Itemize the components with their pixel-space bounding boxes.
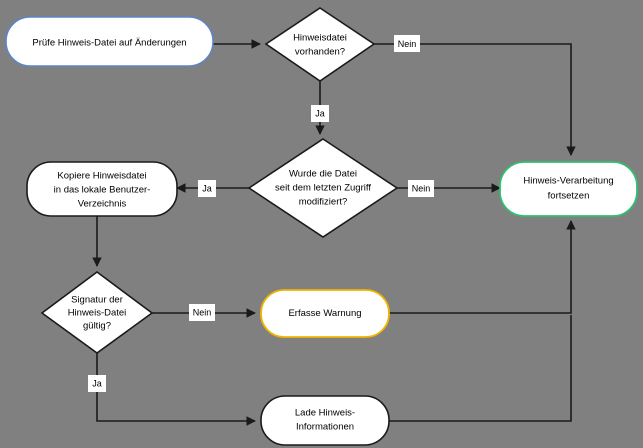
edge-label-modified-yes-bg bbox=[198, 180, 216, 197]
edge-label-modified-no: Nein bbox=[408, 180, 434, 197]
node-copy-file-label-3: Verzeichnis bbox=[78, 199, 127, 210]
edge-warning-to-continue bbox=[389, 220, 576, 314]
node-copy-file-shape bbox=[26, 161, 178, 217]
edge-label-modified-no-text: Nein bbox=[412, 183, 431, 193]
node-start[interactable]: Prüfe Hinweis-Datei auf Änderungen bbox=[5, 16, 214, 67]
node-decision-modified-label-2: seit dem letzten Zugriff bbox=[275, 183, 371, 194]
node-continue-processing[interactable]: Hinweis-Verarbeitung fortsetzen bbox=[499, 161, 638, 217]
node-continue-processing-label-1: Hinweis-Verarbeitung bbox=[523, 176, 613, 187]
edge-label-signature-no: Nein bbox=[189, 304, 215, 321]
edge-label-signature-yes-text: Ja bbox=[92, 378, 102, 388]
node-decision-modified-shape bbox=[247, 138, 399, 238]
edge-label-signature-no-text: Nein bbox=[193, 307, 212, 317]
node-decision-file-exists-shape bbox=[264, 7, 376, 82]
node-decision-signature[interactable]: Signatur der Hinweis-Datei gültig? bbox=[40, 271, 154, 354]
node-decision-file-exists[interactable]: Hinweisdatei vorhanden? bbox=[264, 7, 376, 82]
node-load-info-label-1: Lade Hinweis- bbox=[295, 408, 355, 419]
edge-label-file-exists-yes-bg bbox=[311, 105, 329, 122]
node-copy-file-label-1: Kopiere Hinweisdatei bbox=[57, 171, 146, 182]
node-decision-file-exists-label-2: vorhanden? bbox=[295, 47, 345, 58]
node-decision-signature-label-2: Hinweis-Datei bbox=[68, 308, 127, 319]
node-load-info-label-2: Informationen bbox=[296, 422, 354, 433]
node-continue-processing-shape bbox=[499, 161, 638, 217]
node-decision-file-exists-label-1: Hinweisdatei bbox=[293, 33, 347, 44]
edge-label-signature-no-bg bbox=[189, 304, 215, 321]
node-log-warning-label-1: Erfasse Warnung bbox=[288, 308, 361, 319]
node-load-info-shape bbox=[260, 395, 390, 446]
node-copy-file[interactable]: Kopiere Hinweisdatei in das lokale Benut… bbox=[26, 161, 178, 217]
node-decision-modified[interactable]: Wurde die Datei seit dem letzten Zugriff… bbox=[247, 138, 399, 238]
edge-label-signature-yes-bg bbox=[88, 375, 106, 392]
node-decision-signature-shape bbox=[40, 271, 154, 354]
node-decision-modified-label-1: Wurde die Datei bbox=[289, 169, 357, 180]
edge-label-modified-yes: Ja bbox=[198, 180, 216, 197]
node-start-shape bbox=[5, 16, 214, 67]
edge-label-file-exists-yes-text: Ja bbox=[315, 108, 325, 118]
edge-label-file-exists-no: Nein bbox=[394, 35, 420, 52]
edge-label-modified-yes-text: Ja bbox=[202, 183, 212, 193]
node-decision-signature-label-1: Signatur der bbox=[71, 295, 123, 306]
edge-label-modified-no-bg bbox=[408, 180, 434, 197]
node-decision-modified-label-3: modifiziert? bbox=[299, 197, 348, 208]
edge-label-file-exists-no-text: Nein bbox=[398, 39, 417, 49]
edge-label-signature-yes: Ja bbox=[88, 375, 106, 392]
node-continue-processing-label-2: fortsetzen bbox=[548, 191, 590, 202]
node-start-label-1: Prüfe Hinweis-Datei auf Änderungen bbox=[32, 38, 186, 49]
edge-label-file-exists-no-bg bbox=[394, 35, 420, 52]
node-copy-file-label-2: in das lokale Benutzer- bbox=[54, 185, 151, 196]
edge-load-info-to-continue bbox=[389, 315, 572, 422]
edge-signature-yes-to-load-info bbox=[96, 353, 256, 426]
node-log-warning-shape bbox=[260, 289, 390, 338]
edge-label-file-exists-yes: Ja bbox=[311, 105, 329, 122]
node-load-info[interactable]: Lade Hinweis- Informationen bbox=[260, 395, 390, 446]
edge-file-exists-no-to-continue bbox=[374, 43, 576, 156]
node-decision-signature-label-3: gültig? bbox=[83, 321, 111, 332]
node-log-warning[interactable]: Erfasse Warnung bbox=[260, 289, 390, 338]
